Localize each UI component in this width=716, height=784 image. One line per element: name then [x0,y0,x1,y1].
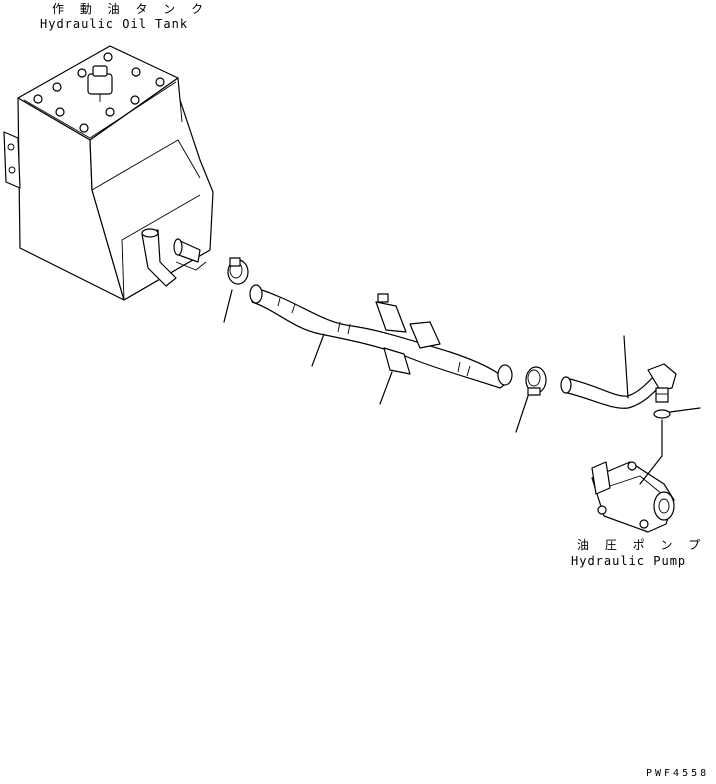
hydraulic-pump [591,455,675,533]
pump-label-jp: 油 圧 ポ ン プ [577,538,707,552]
pump-label-en: Hydraulic Pump [571,554,687,568]
elbow-fitting [647,363,677,403]
drawing-code: PWF4558 [646,768,710,779]
suction-hose [249,284,513,405]
hose-clamp-2 [515,366,547,433]
tank-label-jp: 作 動 油 タ ン ク [52,2,210,16]
o-ring [653,407,701,457]
pump-inlet-tube [560,335,663,409]
hose-clamp-1 [223,257,249,323]
tank-label-en: Hydraulic Oil Tank [40,17,189,31]
hydraulic-oil-tank [3,45,214,301]
